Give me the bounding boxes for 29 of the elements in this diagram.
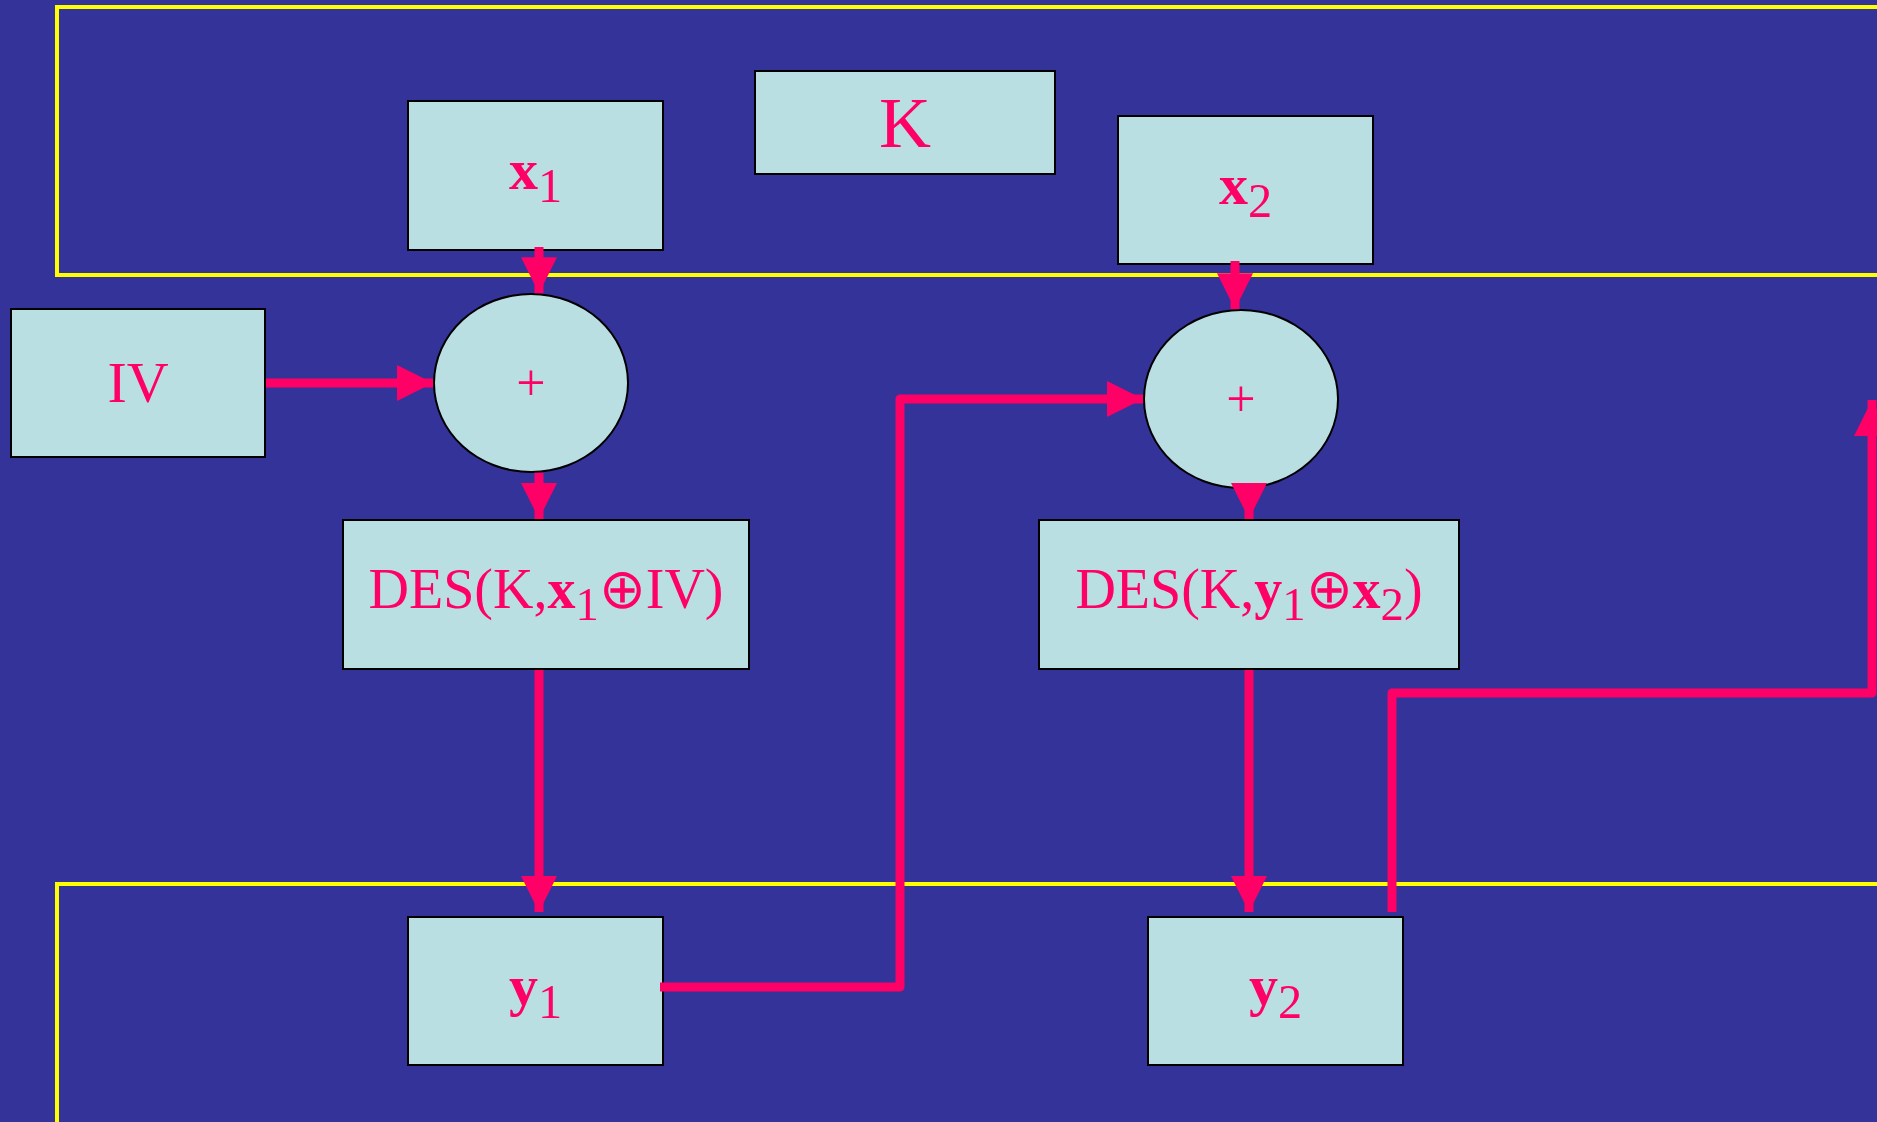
group-frame — [55, 882, 1877, 1122]
box-label: y$_{2}$ — [1248, 956, 1303, 1026]
box-label: y$_{1}$ — [508, 956, 563, 1026]
box-label: x$_{1}$ — [508, 141, 563, 210]
process-box — [754, 70, 1056, 175]
arrow — [1231, 483, 1267, 519]
process-box — [407, 100, 664, 251]
operator-symbol: + — [516, 357, 546, 409]
box-label: x$_{2}$ — [1218, 155, 1273, 225]
arrow — [521, 247, 557, 294]
arrow — [266, 365, 433, 401]
box-label: IV — [107, 354, 169, 412]
process-box — [10, 308, 266, 458]
arrow — [1231, 670, 1267, 912]
arrow — [1387, 400, 1877, 912]
process-box — [407, 916, 664, 1066]
process-box — [1038, 519, 1460, 670]
arrow — [1217, 261, 1253, 310]
box-label: DES(K,y$_{1}$⊕x$_{2}$) — [1075, 561, 1423, 628]
arrow — [521, 472, 557, 519]
process-box — [342, 519, 750, 670]
group-frame — [55, 5, 1877, 277]
arrow — [521, 670, 557, 912]
process-box — [1117, 115, 1374, 265]
process-box — [1147, 916, 1404, 1066]
arrow — [660, 381, 1143, 992]
box-label: DES(K,x$_{1}$⊕IV) — [368, 561, 724, 628]
box-label: K — [879, 86, 931, 159]
operator-symbol: + — [1226, 373, 1256, 425]
